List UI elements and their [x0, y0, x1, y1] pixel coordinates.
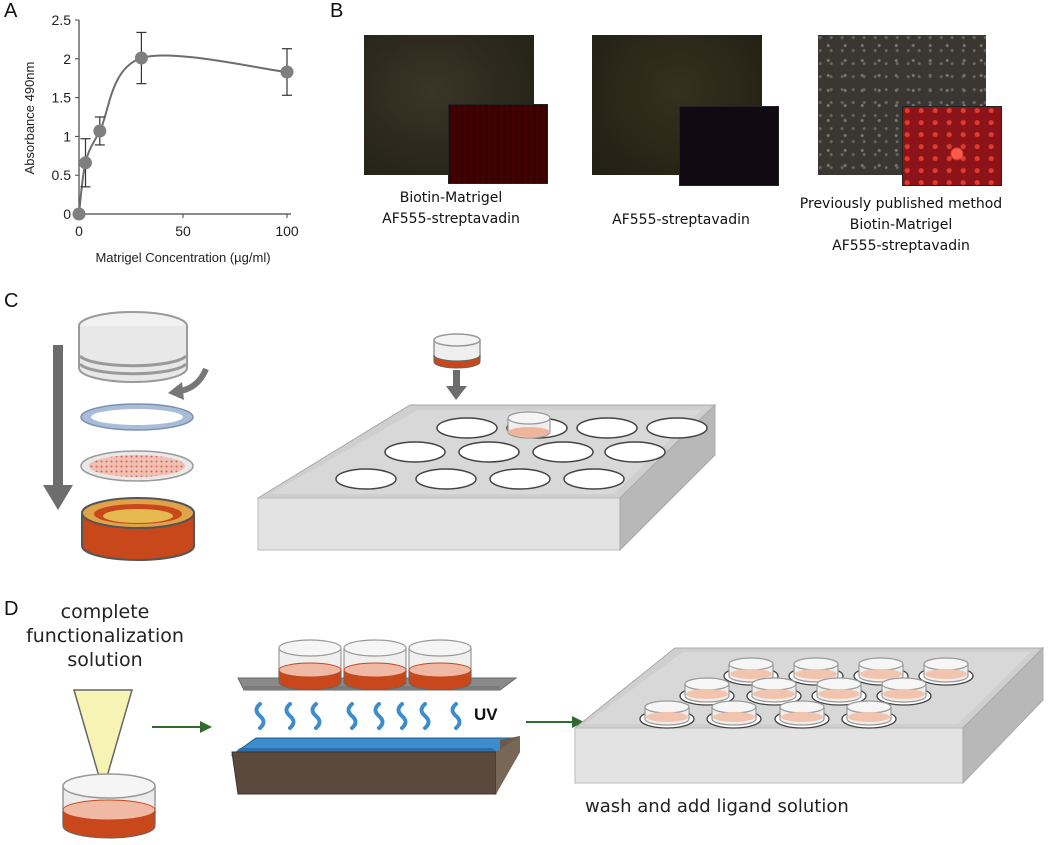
y-tick-label: 0: [63, 206, 71, 222]
insert-with-solution: [62, 773, 156, 839]
well: [436, 417, 498, 439]
pipette-tip: [73, 689, 133, 781]
caption-previous-method: Previously published method Biotin-Matri…: [786, 194, 1016, 257]
uv-wave: [310, 702, 322, 730]
label-line: solution: [67, 649, 143, 671]
uv-wave: [373, 702, 385, 730]
well: [458, 441, 520, 463]
placed-insert: [507, 411, 551, 439]
fluorescence-inset-streptavadin-only: [679, 106, 779, 186]
uv-wave: [346, 702, 358, 730]
green-arrow-2: [526, 716, 584, 728]
uv-wave: [284, 702, 296, 730]
well-insert: [923, 657, 969, 683]
well: [489, 468, 551, 490]
well: [576, 417, 638, 439]
well-insert: [779, 700, 825, 726]
label-line: functionalization: [26, 625, 184, 647]
x-axis-label: Matrigel Concentration (µg/ml): [95, 250, 270, 265]
well: [563, 468, 625, 490]
wash-label: wash and add ligand solution: [585, 796, 849, 817]
well: [335, 468, 397, 490]
holder-insert: [278, 639, 342, 691]
well-insert: [751, 677, 797, 703]
well: [532, 441, 594, 463]
well-insert: [684, 677, 730, 703]
caption-streptavadin-only: AF555-streptavadin: [586, 210, 776, 231]
data-point: [134, 51, 148, 65]
caption-line: Previously published method: [799, 196, 1003, 212]
data-point: [93, 124, 107, 138]
x-tick-label: 0: [75, 223, 83, 239]
caption-line: Biotin-Matrigel: [399, 190, 503, 206]
data-point: [72, 207, 86, 221]
y-tick-label: 1.5: [52, 90, 72, 106]
assembly-down-arrow: [43, 345, 73, 510]
x-tick-label: 100: [275, 223, 299, 239]
insert-being-placed: [433, 333, 481, 400]
transparent-cup: [78, 311, 188, 383]
absorbance-chart: 0 0.5 1 1.5 2 2.5 0 50 100 Absorbance 490nm Matr…: [22, 12, 299, 265]
uv-label: UV: [474, 705, 498, 724]
uv-wave: [254, 702, 266, 730]
insert-assembly-diagram: [43, 311, 717, 561]
label-line: complete: [60, 601, 150, 623]
well-insert: [711, 700, 757, 726]
caption-line: AF555-streptavadin: [612, 212, 750, 228]
functionalization-label: complete functionalization solution: [20, 600, 190, 672]
y-tick-label: 0.5: [52, 167, 72, 183]
well-insert: [728, 657, 774, 683]
curved-arrow: [168, 367, 209, 400]
well-plate: [256, 403, 717, 552]
well-insert: [858, 657, 904, 683]
data-point: [79, 156, 92, 170]
y-tick-label: 2: [63, 51, 71, 67]
fluorescence-inset-biotin-matrigel: [448, 104, 548, 184]
well: [646, 417, 708, 439]
uv-wave: [450, 702, 462, 730]
well: [415, 468, 477, 490]
holder-insert: [343, 639, 407, 691]
y-tick-label: 2.5: [52, 12, 72, 28]
y-axis-label: Absorbance 490nm: [22, 62, 37, 175]
uv-lamp: [230, 736, 520, 795]
fluorescence-inset-previous-method: [902, 106, 1002, 186]
caption-line: Biotin-Matrigel: [849, 217, 953, 233]
panel-label-c: C: [4, 290, 19, 312]
panel-label-b: B: [330, 0, 344, 22]
well-insert: [846, 700, 892, 726]
well-insert: [881, 677, 927, 703]
caption-biotin-matrigel: Biotin-Matrigel AF555-streptavadin: [356, 188, 546, 230]
fit-curve: [78, 54, 288, 215]
x-tick-label: 50: [175, 223, 191, 239]
panel-label-d: D: [4, 598, 19, 620]
well-insert: [644, 700, 690, 726]
y-tick-label: 1: [63, 128, 71, 144]
green-arrow-1: [152, 721, 212, 733]
data-point: [280, 65, 294, 79]
caption-line: AF555-streptavadin: [832, 238, 970, 254]
caption-line: AF555-streptavadin: [382, 211, 520, 227]
well-plate-with-inserts: [573, 646, 1045, 785]
well-insert: [816, 677, 862, 703]
uv-waves: [254, 702, 462, 730]
uv-wave: [419, 702, 431, 730]
insert-base: [81, 497, 195, 561]
well-insert: [793, 657, 839, 683]
well: [384, 441, 446, 463]
holder-insert: [408, 639, 472, 691]
uv-wave: [396, 702, 408, 730]
panel-label-a: A: [4, 0, 18, 22]
well: [604, 441, 666, 463]
